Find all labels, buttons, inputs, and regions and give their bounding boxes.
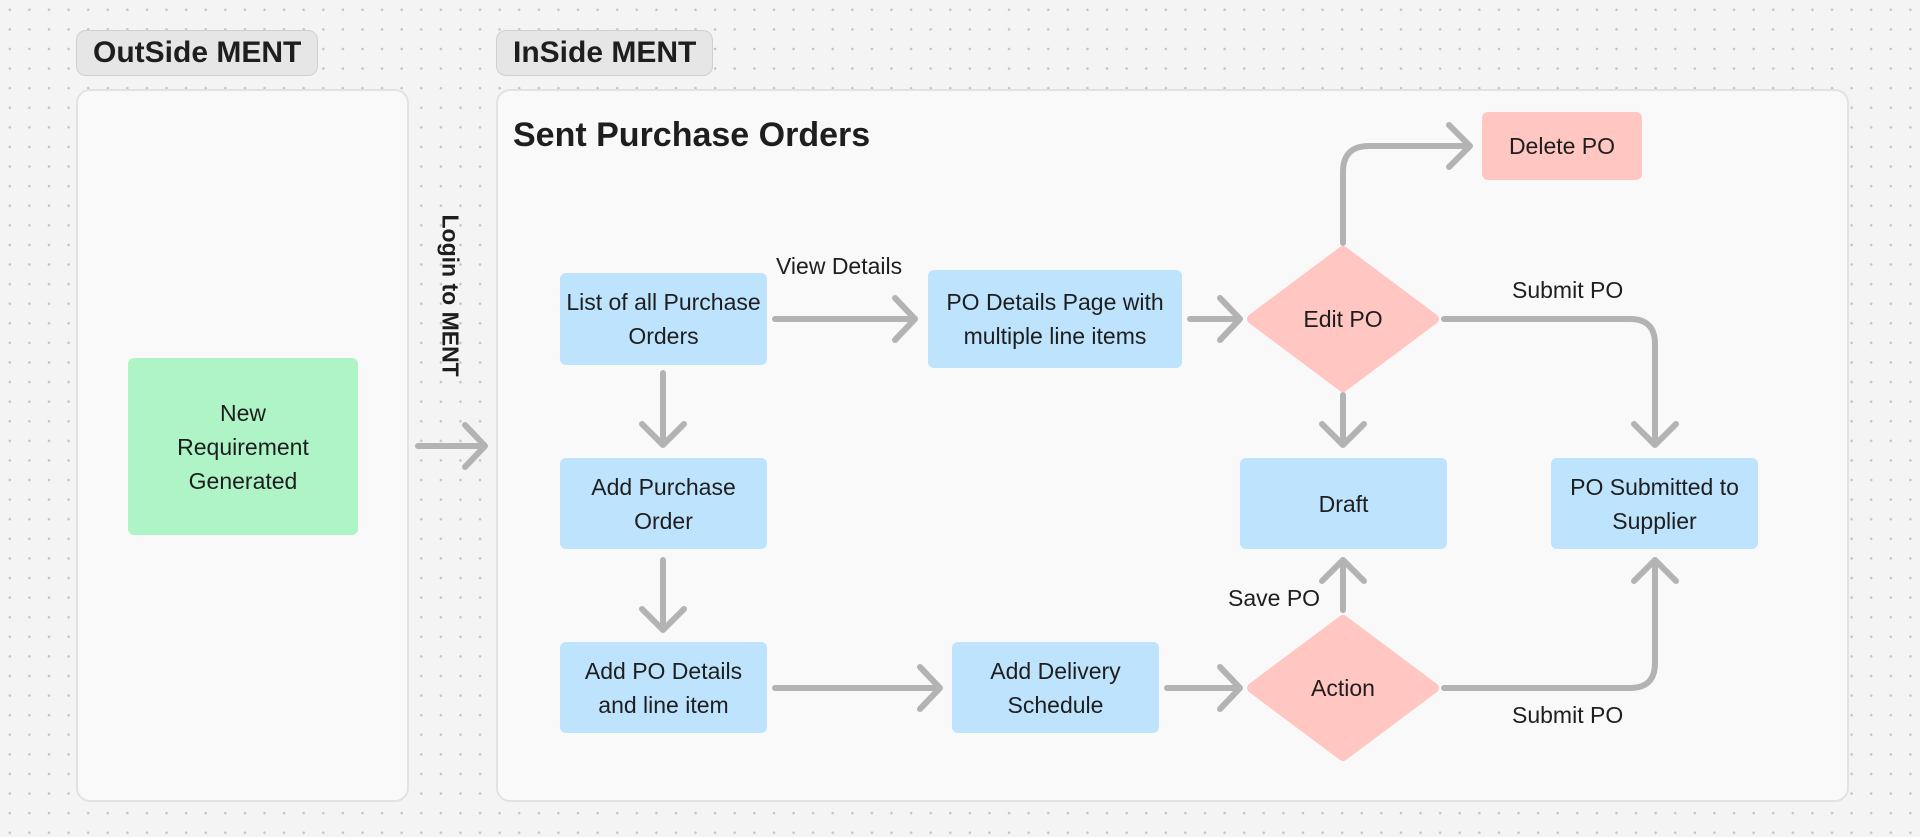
arrow-add-to-details bbox=[639, 557, 687, 633]
node-delete-po[interactable]: Delete PO bbox=[1482, 112, 1642, 180]
arrow-po-details-to-edit bbox=[1187, 295, 1243, 343]
arrow-details-to-delivery bbox=[772, 664, 943, 712]
arrow-edit-to-draft bbox=[1319, 392, 1367, 448]
arrow-login bbox=[415, 422, 488, 470]
arrow-edit-to-delete bbox=[1340, 122, 1473, 246]
edge-label-submit-po-bottom: Submit PO bbox=[1512, 702, 1624, 728]
edge-label-login: Login to MENT bbox=[437, 214, 464, 377]
node-list-purchase-orders[interactable]: List of all Purchase Orders bbox=[560, 273, 767, 365]
arrow-action-to-submitted bbox=[1441, 557, 1679, 691]
edge-label-view-details: View Details bbox=[776, 253, 903, 279]
node-add-po-details[interactable]: Add PO Details and line item bbox=[560, 642, 767, 733]
outside-ment-tag: OutSide MENT bbox=[76, 30, 319, 76]
section-title: Sent Purchase Orders bbox=[513, 116, 871, 154]
node-new-requirement[interactable]: New Requirement Generated bbox=[128, 358, 358, 535]
action-diamond bbox=[1247, 615, 1439, 761]
arrow-list-to-add bbox=[639, 370, 687, 448]
node-po-details-page[interactable]: PO Details Page with multiple line items bbox=[928, 270, 1182, 368]
edge-label-save-po: Save PO bbox=[1228, 585, 1321, 611]
node-action[interactable]: Action bbox=[1311, 674, 1375, 701]
arrow-save-po bbox=[1319, 557, 1367, 613]
arrow-delivery-to-action bbox=[1164, 664, 1243, 712]
node-add-purchase-order[interactable]: Add Purchase Order bbox=[560, 458, 767, 549]
edit-po-diamond bbox=[1247, 246, 1439, 392]
node-po-submitted[interactable]: PO Submitted to Supplier bbox=[1551, 458, 1758, 549]
inside-ment-tag: InSide MENT bbox=[496, 30, 714, 76]
node-draft[interactable]: Draft bbox=[1240, 458, 1447, 549]
node-edit-po[interactable]: Edit PO bbox=[1303, 305, 1383, 332]
arrow-edit-to-submitted bbox=[1441, 316, 1679, 448]
node-add-delivery-schedule[interactable]: Add Delivery Schedule bbox=[952, 642, 1159, 733]
arrow-view-details bbox=[772, 295, 918, 343]
edge-label-submit-po-top: Submit PO bbox=[1512, 277, 1624, 303]
